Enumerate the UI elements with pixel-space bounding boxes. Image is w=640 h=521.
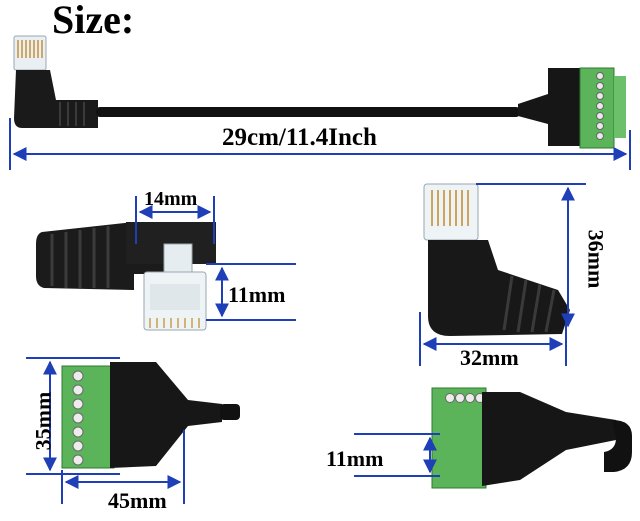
- page-title: Size:: [52, 0, 135, 42]
- plug-height-label: 11mm: [228, 282, 286, 307]
- angled-height-label: 36mm: [583, 229, 609, 289]
- terminal-side-dimensions: [354, 433, 440, 477]
- angled-width-label: 32mm: [460, 345, 519, 370]
- plug-dimensions: [135, 196, 296, 321]
- terminal-height-label: 35mm: [30, 391, 56, 451]
- terminal-thickness-label: 11mm: [326, 446, 384, 471]
- full-cable-view: [13, 35, 626, 149]
- plug-width-label: 14mm: [144, 188, 198, 210]
- terminal-front-dimensions: [26, 357, 185, 504]
- terminal-front-view: [61, 362, 240, 469]
- terminal-length-label: 45mm: [108, 488, 167, 513]
- plug-closeup: [36, 222, 216, 331]
- cable-length-label: 29cm/11.4Inch: [222, 124, 377, 151]
- angled-plug-dimensions: [419, 183, 586, 366]
- length-dimension: [9, 118, 631, 170]
- terminal-side-view: [431, 387, 632, 489]
- angled-plug-view: [423, 183, 570, 336]
